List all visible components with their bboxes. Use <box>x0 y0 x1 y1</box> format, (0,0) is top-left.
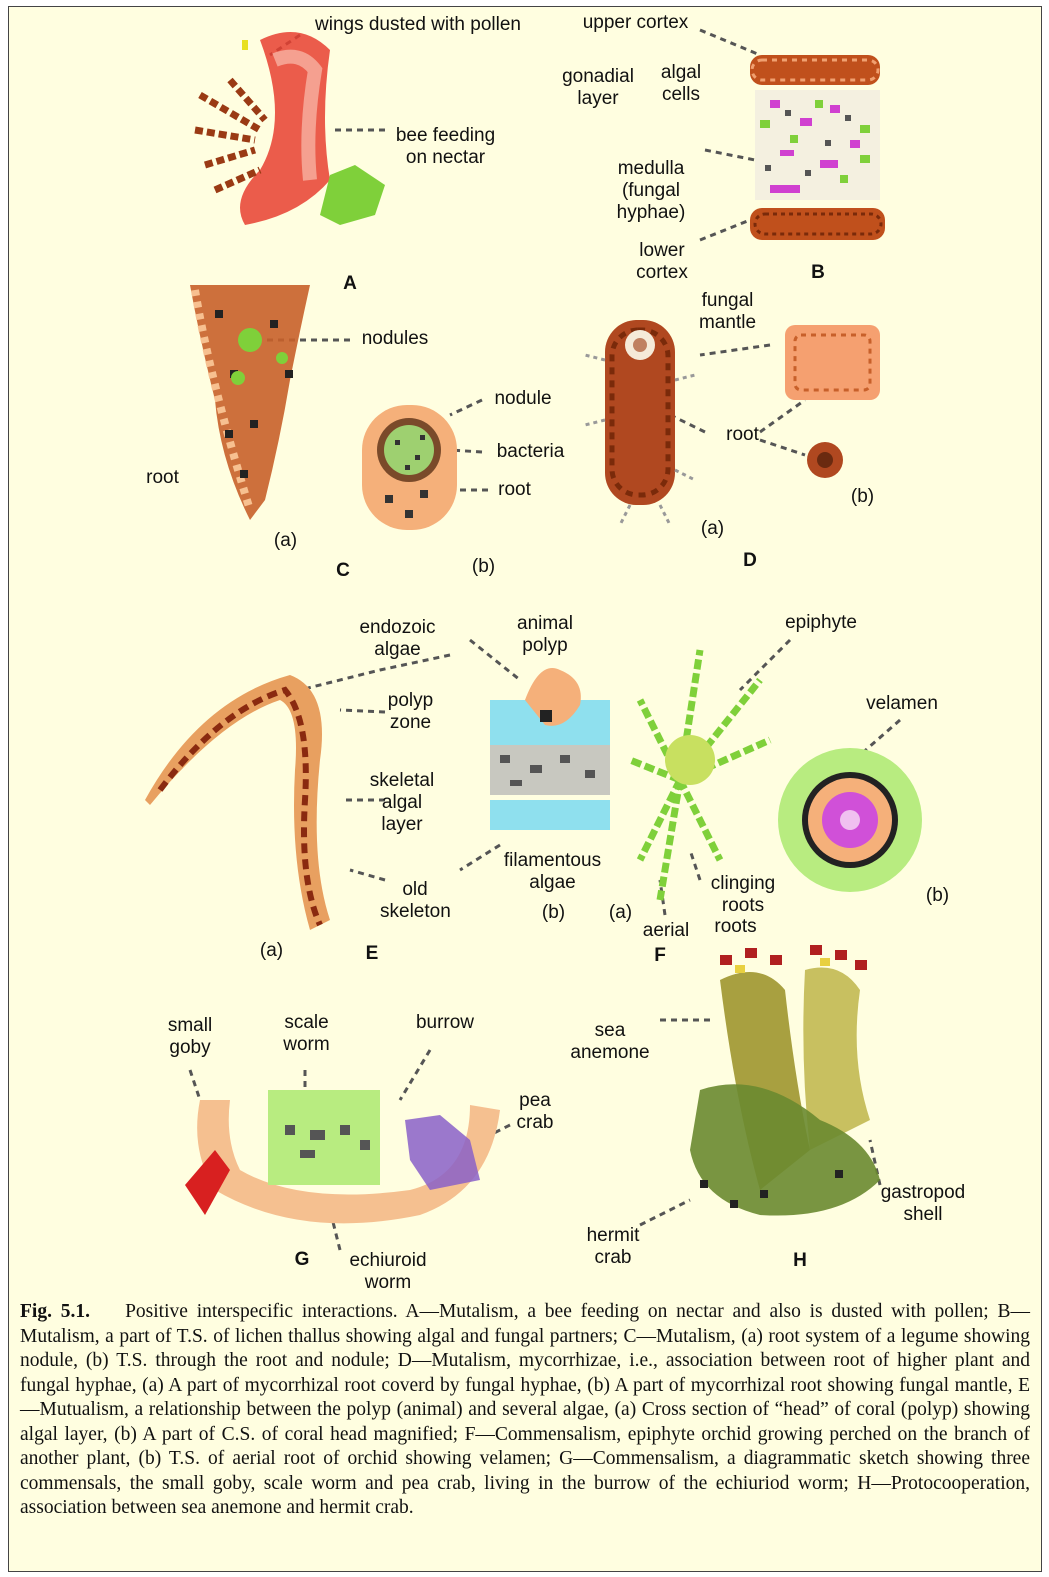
label-burrow: burrow <box>405 1012 485 1034</box>
label-lower-cortex: lower cortex <box>627 240 697 284</box>
label-echiuroid-worm: echiuroid worm <box>338 1250 438 1294</box>
label-sub-a-c: (a) <box>268 530 303 552</box>
panel-letter-c: C <box>333 560 353 582</box>
label-small-goby: small goby <box>160 1015 220 1059</box>
burrow-illustration <box>185 1090 500 1223</box>
label-algal-cells: algal cells <box>655 62 707 106</box>
label-sub-a-e: (a) <box>254 940 289 962</box>
label-sub-b-d: (b) <box>845 486 880 508</box>
bee-flower-illustration <box>195 32 385 225</box>
label-root-d: root <box>720 424 765 446</box>
label-bacteria: bacteria <box>488 441 573 463</box>
label-endozoic-algae: endozoic algae <box>350 617 445 661</box>
label-gastropod-shell: gastropod shell <box>868 1182 978 1226</box>
label-old-skeleton: old skeleton <box>380 879 450 923</box>
caption-label: Fig. 5.1. <box>20 1301 90 1322</box>
label-filamentous-algae: filamentous algae <box>495 850 610 894</box>
panel-letter-b: B <box>808 262 828 284</box>
label-sub-b-c: (b) <box>466 556 501 578</box>
label-hermit-crab: hermit crab <box>578 1225 648 1269</box>
label-velamen: velamen <box>857 693 947 715</box>
label-skeletal-algal-layer: skeletal algal layer <box>362 770 442 836</box>
label-root-c: root <box>135 467 190 489</box>
panel-letter-f: F <box>650 945 670 967</box>
label-wings-dusted: wings dusted with pollen <box>315 14 445 36</box>
label-upper-cortex: upper cortex <box>568 12 703 34</box>
panel-letter-a: A <box>340 273 360 295</box>
label-epiphyte: epiphyte <box>776 612 866 634</box>
figure-caption: Fig. 5.1. Positive interspecific interac… <box>20 1300 1030 1521</box>
label-scale-worm: scale worm <box>274 1012 339 1056</box>
panel-letter-h: H <box>790 1250 810 1272</box>
label-roots: roots <box>708 916 763 938</box>
panel-letter-e: E <box>362 943 382 965</box>
label-animal-polyp: animal polyp <box>505 613 585 657</box>
orchid-illustration <box>630 650 922 900</box>
label-root-cb: root <box>492 479 537 501</box>
label-pea-crab: pea crab <box>510 1090 560 1134</box>
caption-text: Positive interspecific interactions. A—M… <box>20 1301 1030 1518</box>
label-clinging-roots: clinging roots <box>703 873 783 917</box>
panel-letter-d: D <box>740 550 760 572</box>
label-sub-b-f: (b) <box>920 885 955 907</box>
label-sea-anemone: sea anemone <box>570 1020 650 1064</box>
label-medulla: medulla (fungal hyphae) <box>605 158 697 224</box>
label-sub-a-f: (a) <box>603 902 638 924</box>
label-bee-feeding: bee feeding on nectar <box>388 125 503 169</box>
anemone-crab-illustration <box>690 945 880 1216</box>
label-nodule: nodule <box>488 388 558 410</box>
label-fungal-mantle: fungal mantle <box>690 290 765 334</box>
label-sub-a-d: (a) <box>695 518 730 540</box>
legume-root-illustration <box>190 285 457 530</box>
lichen-section-illustration <box>750 55 885 240</box>
label-polyp-zone: polyp zone <box>378 690 443 734</box>
label-sub-b-e: (b) <box>536 902 571 924</box>
label-aerial: aerial <box>636 920 696 942</box>
label-nodules: nodules <box>355 328 435 350</box>
panel-letter-g: G <box>292 1249 312 1271</box>
label-gonadial-layer: gonadial layer <box>552 66 644 110</box>
